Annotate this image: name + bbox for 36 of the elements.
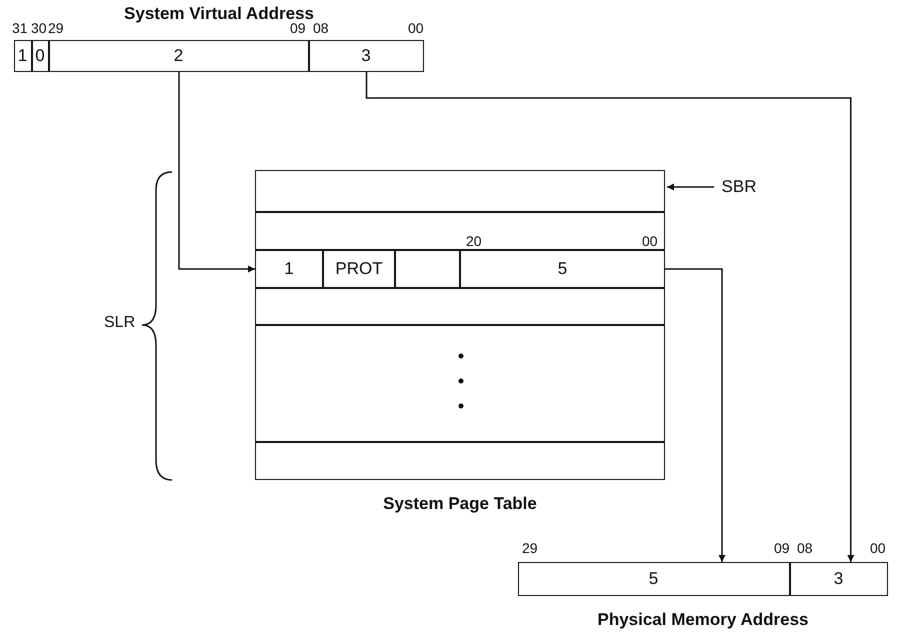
bit-field: 3	[790, 562, 888, 596]
bit-number: 08	[797, 540, 813, 556]
arrow	[667, 184, 714, 190]
bit-number: 31	[12, 20, 28, 36]
arrow	[366, 72, 854, 562]
table-entry-row	[254, 250, 664, 288]
bit-number: 29	[48, 20, 64, 36]
empty-field	[254, 288, 664, 324]
bit-field: 1	[14, 40, 32, 72]
bit-number: 00	[870, 540, 886, 556]
bit-field: 5	[518, 562, 790, 596]
bit-number: 09	[290, 20, 306, 36]
bit-number: 00	[408, 20, 424, 36]
bit-number: 20	[466, 233, 482, 249]
bit-field: 3	[308, 40, 424, 72]
register-title: Physical Memory Address	[596, 610, 810, 630]
register-title: System Virtual Address	[123, 4, 315, 23]
empty-field	[254, 170, 664, 212]
arrow	[178, 72, 255, 272]
register-title: System Page Table	[382, 494, 538, 514]
bit-field: 2	[48, 40, 308, 72]
empty-field	[254, 442, 664, 480]
bit-number: 30	[31, 20, 47, 36]
brace-label: SLR	[104, 314, 136, 332]
register-label: SBR	[714, 176, 764, 198]
bit-number: 29	[522, 540, 538, 556]
bit-number: 08	[313, 20, 329, 36]
empty-field	[254, 212, 664, 250]
empty-field	[254, 324, 664, 442]
bit-field: 5	[460, 250, 665, 288]
bit-field: 0	[32, 40, 48, 72]
bit-number: 09	[774, 540, 790, 556]
bit-field: PROT	[323, 250, 395, 288]
arrow	[665, 268, 726, 562]
bit-field: 1	[255, 250, 323, 288]
bit-number: 00	[642, 233, 658, 249]
